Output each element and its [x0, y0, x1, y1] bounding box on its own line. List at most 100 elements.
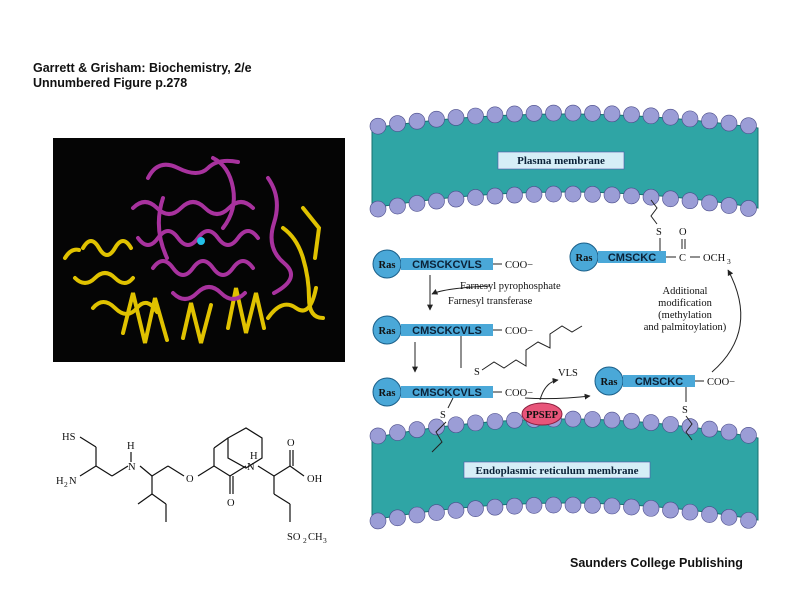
lipid-head	[525, 186, 543, 203]
lipid-head	[428, 110, 445, 128]
lipid-head	[467, 189, 484, 206]
lipid-head	[467, 107, 484, 125]
lipid-head	[662, 190, 679, 208]
lipid-head	[369, 427, 387, 445]
lipid-head	[642, 107, 660, 125]
lipid-head	[389, 197, 406, 215]
lipid-head	[447, 416, 465, 434]
lipid-head	[369, 512, 387, 530]
lipid-head	[584, 186, 601, 203]
arrow-methylation	[711, 269, 742, 373]
lipid-head	[389, 424, 406, 441]
additional-mod-line2: modification	[658, 298, 712, 309]
struct-ch3: CH	[308, 532, 323, 543]
svg-text:CMSCKC: CMSCKC	[635, 376, 683, 388]
lipid-head	[603, 411, 621, 429]
lipid-head	[545, 496, 562, 514]
ras-farnesylated-membrane: Ras CMSCKCVLS COO− S	[372, 377, 533, 453]
lipid-head	[486, 498, 504, 516]
lipid-head	[408, 506, 426, 524]
lipid-head	[506, 411, 523, 429]
svg-text:CMSCKC: CMSCKC	[608, 252, 656, 264]
farnesyl-transferase-label: Farnesyl transferase	[448, 296, 533, 307]
lipid-head	[701, 112, 718, 130]
svg-text:C: C	[679, 253, 686, 264]
svg-text:S: S	[682, 405, 688, 416]
svg-text:Ras: Ras	[601, 377, 618, 388]
lipid-head	[623, 187, 640, 205]
lipid-head	[740, 200, 757, 217]
lipid-head	[428, 418, 445, 436]
lipid-head	[584, 411, 601, 428]
arrow-farnesyl-pp	[431, 285, 491, 295]
lipid-head	[564, 185, 582, 203]
arrow-vls-release	[539, 377, 559, 401]
er-membrane-label-box	[463, 461, 651, 479]
lipid-head	[389, 509, 406, 527]
lipid-head	[681, 503, 699, 521]
lipid-head	[564, 104, 582, 122]
svg-text:COO−: COO−	[505, 388, 533, 399]
farnesyl-chain	[481, 325, 583, 371]
ras-label: Ras	[379, 260, 396, 271]
ras-unmodified: Ras CMSCKCVLS COO−	[372, 249, 533, 279]
plasma-membrane-label: Plasma membrane	[517, 155, 605, 167]
lipid-head	[720, 197, 738, 214]
lipid-head	[701, 506, 718, 523]
figure-source-title: Garrett & Grisham: Biochemistry, 2/e	[33, 61, 252, 75]
lipid-head	[623, 412, 640, 430]
svg-text:OCH: OCH	[703, 253, 726, 264]
lipid-head	[701, 420, 718, 438]
struct-n2: N	[247, 462, 255, 473]
lipid-head	[486, 187, 504, 205]
svg-text:3: 3	[727, 257, 731, 266]
lipid-head	[740, 117, 757, 134]
svg-text:N: N	[69, 476, 77, 487]
lipid-head	[369, 117, 387, 135]
struct-so2: SO	[287, 532, 301, 543]
lipid-head	[642, 414, 660, 431]
lipid-head	[720, 508, 738, 526]
lipid-head	[428, 504, 445, 521]
additional-mod-line3: (methylation	[658, 310, 712, 321]
lipid-head	[623, 106, 640, 123]
figure-page-reference: Unnumbered Figure p.278	[33, 76, 188, 90]
lipid-head	[642, 188, 660, 206]
lipid-head	[681, 192, 699, 210]
lipid-head	[408, 195, 426, 212]
lipid-head	[720, 114, 738, 132]
lipid-head	[486, 413, 504, 430]
struct-h-top: H	[127, 441, 135, 452]
lipid-head	[525, 497, 543, 514]
arrow-to-cleaved	[524, 393, 591, 400]
lipid-head	[408, 112, 426, 130]
lipid-head	[467, 500, 484, 517]
lipid-head	[447, 109, 465, 126]
ras-sequence: CMSCKCVLS	[412, 259, 482, 271]
lipid-head	[603, 105, 621, 123]
ras-farnesylated: Ras CMSCKCVLS COO− S	[372, 315, 583, 378]
lipid-head	[584, 104, 601, 122]
farnesyl-pyrophosphate-label: Farnesyl pyrophosphate	[460, 281, 561, 292]
svg-text:CMSCKCVLS: CMSCKCVLS	[412, 387, 482, 399]
lipid-head	[584, 497, 601, 514]
lipid-head	[506, 497, 523, 515]
lipid-head	[623, 498, 640, 516]
svg-text:Ras: Ras	[379, 388, 396, 399]
lipid-head	[740, 512, 757, 529]
additional-mod-line4: and palmitoylation)	[644, 322, 727, 333]
struct-n1: N	[128, 462, 136, 473]
struct-hs: HS	[62, 432, 76, 443]
protein-structure-image	[53, 138, 345, 362]
svg-text:COO−: COO−	[505, 326, 533, 337]
ppsep-label: PPSEP	[526, 410, 559, 421]
svg-text:S: S	[656, 227, 662, 238]
lipid-head	[545, 185, 562, 203]
lipid-head	[467, 414, 484, 432]
lipid-head	[681, 110, 699, 128]
struct-h-n2: H	[250, 451, 258, 462]
struct-o-carbonyl: O	[227, 498, 235, 509]
plasma-membrane: Plasma membrane	[369, 104, 759, 218]
